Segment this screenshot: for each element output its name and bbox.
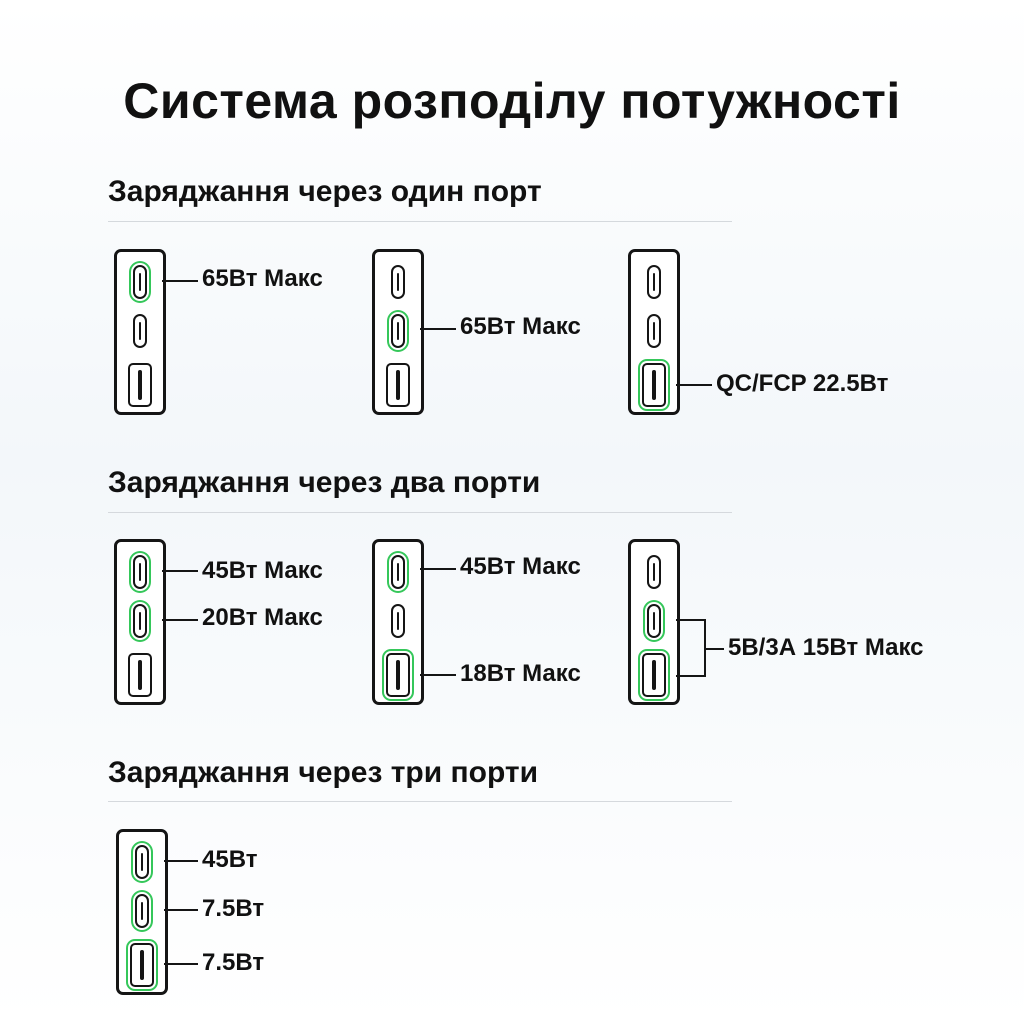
usb-a-port-icon	[130, 943, 154, 987]
usb-c-port-icon	[391, 265, 405, 299]
usb-c-port-icon	[647, 604, 661, 638]
divider	[108, 512, 732, 513]
usb-a-port-icon	[642, 653, 666, 697]
usb-c-port-icon	[391, 555, 405, 589]
usb-c-port-icon	[135, 845, 149, 879]
port-label: 20Вт Макс	[202, 604, 323, 631]
port-label: 45Вт Макс	[460, 553, 581, 580]
leader-line	[164, 909, 198, 911]
leader-line	[164, 963, 198, 965]
leader-line	[704, 648, 724, 650]
usb-a-port-icon	[128, 363, 152, 407]
leader-line	[676, 675, 706, 677]
divider	[108, 801, 732, 802]
section-title-triple: Заряджання через три порти	[108, 756, 539, 789]
charger-diagram	[116, 829, 168, 995]
usb-c-port-icon	[135, 894, 149, 928]
usb-c-port-icon	[133, 604, 147, 638]
page-title: Система розподілу потужності	[123, 73, 901, 129]
port-label: 45Вт Макс	[202, 557, 323, 584]
usb-a-port-icon	[386, 653, 410, 697]
usb-c-port-icon	[133, 314, 147, 348]
usb-c-port-icon	[391, 314, 405, 348]
divider	[108, 221, 732, 222]
usb-c-port-icon	[647, 314, 661, 348]
port-label: QC/FCP 22.5Вт	[716, 370, 889, 397]
usb-a-port-icon	[386, 363, 410, 407]
charger-diagram	[114, 539, 166, 705]
leader-line	[162, 619, 198, 621]
leader-line	[420, 568, 456, 570]
leader-line	[162, 280, 198, 282]
leader-line	[162, 570, 198, 572]
leader-line	[420, 674, 456, 676]
charger-diagram	[372, 539, 424, 705]
port-label: 65Вт Макс	[202, 265, 323, 292]
port-label: 18Вт Макс	[460, 660, 581, 687]
usb-c-port-icon	[133, 265, 147, 299]
port-label: 65Вт Макс	[460, 313, 581, 340]
charger-diagram	[372, 249, 424, 415]
leader-line	[676, 384, 712, 386]
usb-c-port-icon	[647, 555, 661, 589]
usb-a-port-icon	[642, 363, 666, 407]
port-label: 7.5Вт	[202, 949, 265, 976]
usb-a-port-icon	[128, 653, 152, 697]
charger-diagram	[628, 539, 680, 705]
charger-diagram	[114, 249, 166, 415]
leader-line	[164, 860, 198, 862]
leader-line	[420, 328, 456, 330]
usb-c-port-icon	[133, 555, 147, 589]
usb-c-port-icon	[647, 265, 661, 299]
section-title-dual: Заряджання через два порти	[108, 466, 541, 499]
port-label: 5В/3А 15Вт Макс	[728, 634, 924, 661]
port-label: 45Вт	[202, 846, 258, 873]
section-title-single: Заряджання через один порт	[108, 175, 542, 208]
port-label: 7.5Вт	[202, 895, 265, 922]
leader-line	[676, 619, 706, 621]
charger-diagram	[628, 249, 680, 415]
usb-c-port-icon	[391, 604, 405, 638]
